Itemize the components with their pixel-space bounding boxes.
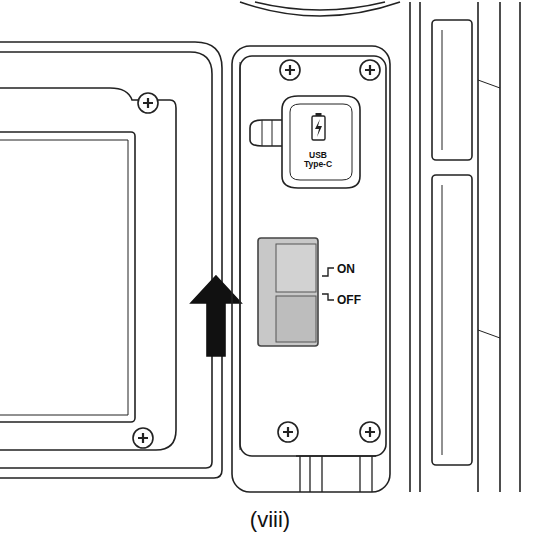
screw (360, 60, 380, 80)
display-bezel-inner (0, 52, 212, 468)
screw (133, 428, 153, 448)
screw-slot (285, 65, 295, 75)
side-panel (240, 56, 386, 456)
lightning-bolt (315, 119, 322, 137)
screw-head (360, 422, 380, 442)
switch-markers (322, 268, 334, 300)
side-housing (232, 46, 390, 492)
switch-label: ON (337, 262, 355, 276)
screw (278, 422, 298, 442)
display-bezel (0, 42, 222, 478)
usb-cover (282, 96, 360, 188)
power-switch (258, 238, 318, 346)
cables (296, 456, 376, 492)
switch-slider-bottom (276, 296, 316, 342)
hinge-lower (432, 175, 472, 465)
cover-tab (250, 120, 282, 146)
hinge-body (410, 2, 520, 492)
hinge-details (478, 80, 500, 338)
display-screen (0, 132, 135, 422)
screw-head (133, 428, 153, 448)
switch-label: OFF (337, 293, 361, 307)
port-label: USB Type-C (301, 151, 335, 169)
screw-slot (143, 98, 153, 108)
top-dial-rim (240, 2, 400, 16)
top-dial (255, 2, 385, 10)
battery-icon (312, 116, 325, 140)
screw-slot (283, 427, 293, 437)
screw-head (138, 93, 158, 113)
switch-slider-top (276, 244, 316, 292)
screw (138, 93, 158, 113)
up-arrow (191, 276, 241, 356)
screw (360, 422, 380, 442)
hinge-lines (442, 30, 443, 455)
screw (280, 60, 300, 80)
screw-slot (365, 65, 375, 75)
screw-head (278, 422, 298, 442)
figure-caption: (viii) (250, 507, 290, 533)
usb-cover-inner (290, 104, 352, 180)
panel-edge (240, 62, 241, 450)
display-frame (0, 88, 176, 450)
screw-slot (138, 433, 148, 443)
screws (133, 60, 380, 448)
screw-slot (365, 427, 375, 437)
cover-tab-ridges (262, 120, 272, 146)
battery-terminal (316, 113, 322, 116)
hinge-upper (432, 20, 472, 160)
screw-head (280, 60, 300, 80)
display-screen-inner (0, 140, 128, 415)
screw-head (360, 60, 380, 80)
